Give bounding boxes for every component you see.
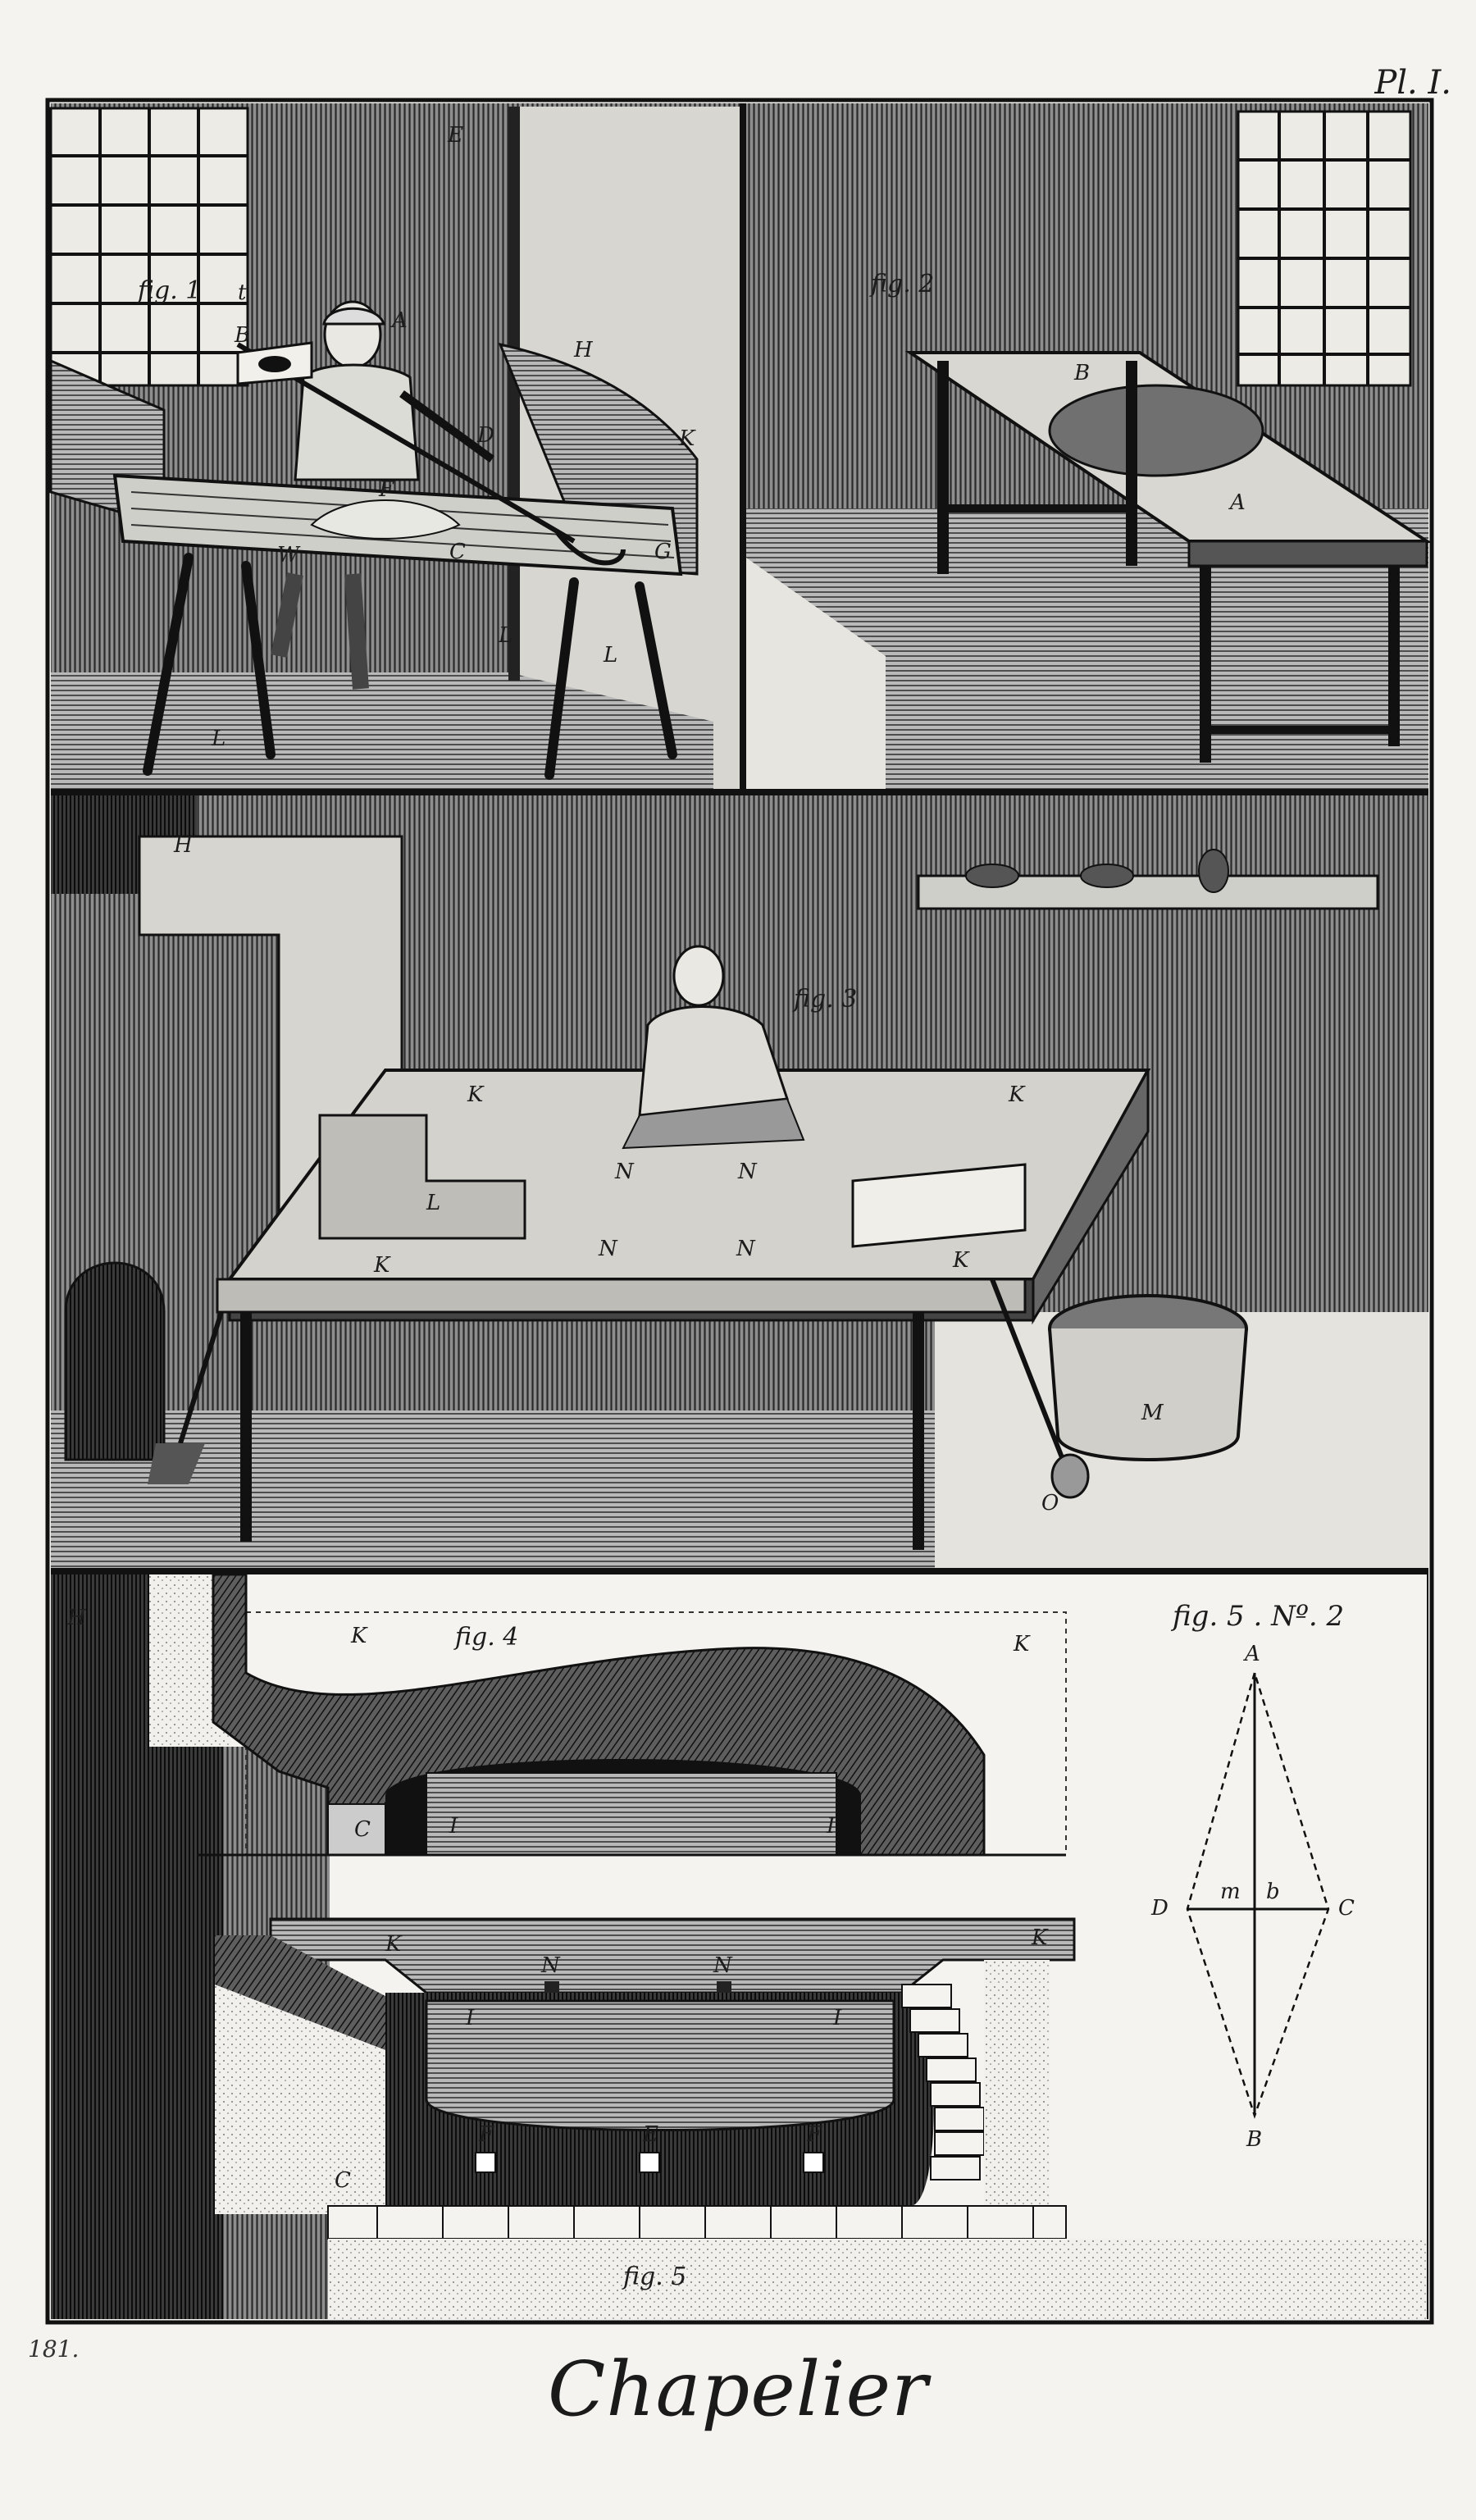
letter-label: K — [385, 1932, 402, 1957]
panel-fig4-fig5 — [51, 1573, 1428, 2319]
letter-label: K — [1009, 1082, 1025, 1107]
letter-label: N — [541, 1953, 560, 1978]
worker-figure-3 — [622, 945, 805, 1150]
letter-label: L — [426, 1191, 441, 1215]
letter-label: K — [679, 426, 695, 451]
letter-label: C — [354, 1817, 371, 1842]
tub — [1048, 1294, 1248, 1461]
letter-label: L — [212, 727, 226, 751]
letter-label: B — [235, 323, 251, 348]
letter-label: K — [374, 1253, 390, 1278]
letter-label: D — [477, 423, 494, 448]
letter-label: K — [467, 1082, 484, 1107]
letter-label: I — [466, 2006, 475, 2030]
fig2-label: fig. 2 — [871, 270, 935, 298]
panel-fig3 — [51, 795, 1428, 1568]
letter-label: A — [1230, 490, 1246, 515]
worker-figure-1 — [271, 300, 494, 690]
letter-label: N — [713, 1953, 732, 1978]
panel-fig1 — [49, 103, 740, 789]
letter-label: B — [1074, 361, 1091, 385]
letter-label: A — [392, 308, 408, 333]
letter-label: O — [1041, 1491, 1059, 1515]
letter-label: N — [738, 1160, 757, 1184]
letter-label: E — [643, 2122, 658, 2147]
letter-label: G — [654, 540, 672, 564]
diagram-letter: B — [1246, 2127, 1263, 2152]
letter-label: F — [479, 2122, 494, 2147]
letter-label: N — [736, 1237, 755, 1261]
letter-label: I — [827, 1814, 836, 1839]
fig3-label: fig. 3 — [794, 985, 858, 1014]
letter-label: H — [574, 338, 593, 362]
letter-label: I — [449, 1814, 458, 1839]
letter-label: K — [1014, 1632, 1030, 1656]
letter-label: H — [67, 1606, 86, 1630]
letter-label: t — [238, 280, 247, 305]
letter-label: K — [351, 1624, 367, 1648]
plate-number: Pl. I. — [1374, 64, 1451, 102]
letter-label: H — [174, 833, 193, 858]
letter-label: C — [335, 2168, 351, 2193]
diagram-letter: D — [1151, 1896, 1168, 1921]
letter-label: W — [277, 543, 299, 567]
fig4-label: fig. 4 — [455, 1623, 519, 1652]
letter-label: F — [807, 2122, 822, 2147]
diagram-letter: b — [1266, 1880, 1280, 1904]
letter-label: F — [379, 477, 394, 502]
letter-label: L — [499, 623, 513, 648]
letter-label: N — [599, 1237, 617, 1261]
letter-label: L — [604, 643, 618, 668]
diagram-letter: C — [1338, 1896, 1355, 1921]
panel-fig2 — [746, 103, 1433, 789]
letter-label: N — [615, 1160, 634, 1184]
plate-title: Chapelier — [547, 2345, 929, 2433]
fig5-no2-label: fig. 5 . Nº. 2 — [1173, 1600, 1345, 1633]
fig5-label: fig. 5 — [623, 2263, 687, 2291]
letter-label: C — [449, 540, 466, 564]
fig1-label: fig. 1 — [138, 276, 202, 305]
diagram-letter: A — [1245, 1642, 1260, 1666]
letter-label: K — [1032, 1925, 1048, 1950]
letter-label: I — [833, 2006, 842, 2030]
letter-label: K — [953, 1248, 969, 1273]
diagram-letter: m — [1220, 1880, 1241, 1904]
geometric-diagram — [1186, 1672, 1330, 2119]
letter-label: E — [448, 123, 463, 148]
page-number: 181. — [28, 2335, 80, 2363]
letter-label: M — [1141, 1401, 1164, 1425]
